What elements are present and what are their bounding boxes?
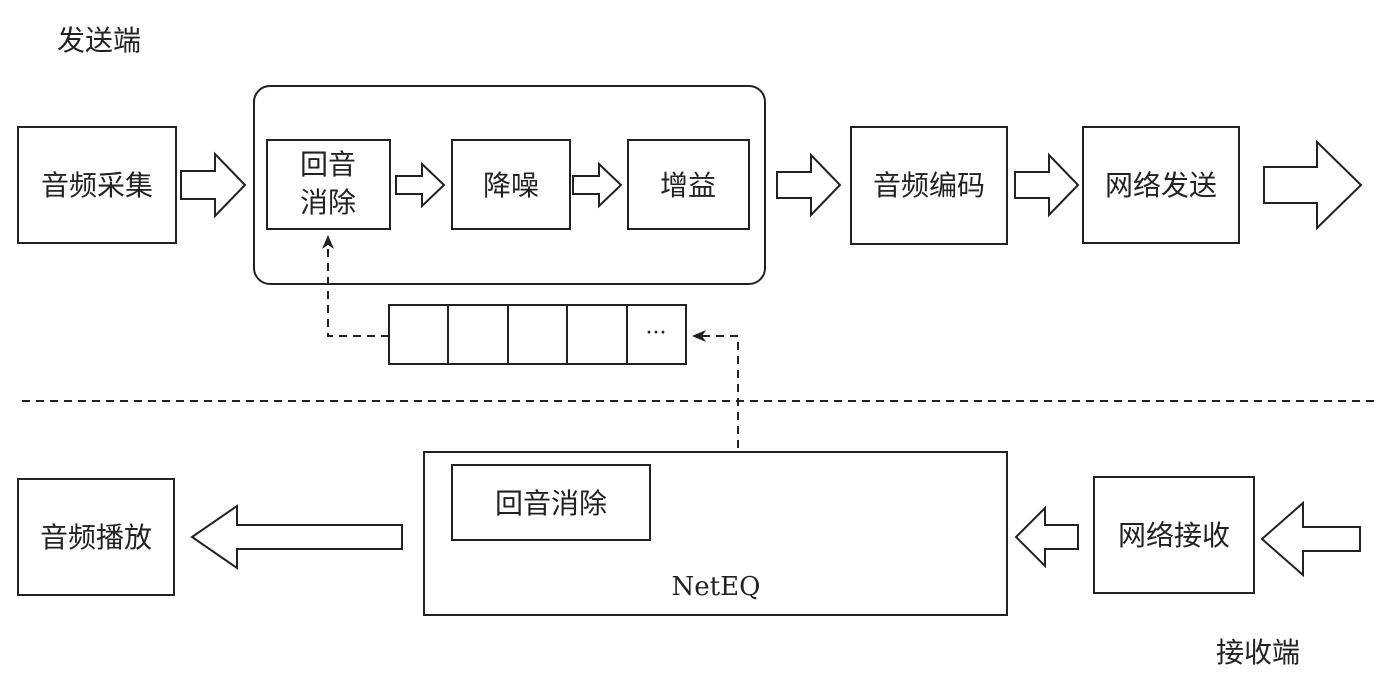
reference-buffer: ··· xyxy=(388,304,687,365)
buffer-outline xyxy=(388,304,687,365)
outgoing-arrow xyxy=(1263,139,1363,231)
receive-to-neteq-arrow xyxy=(1014,505,1079,569)
encode-to-send-arrow xyxy=(1014,152,1080,218)
audio-capture-label: 音频采集 xyxy=(41,169,153,202)
sender-region-label: 发送端 xyxy=(57,24,141,57)
gain-label: 增益 xyxy=(660,169,716,202)
neteq-aec-box xyxy=(451,464,651,541)
audio-capture-box xyxy=(17,126,177,244)
receiver-region-label: 接收端 xyxy=(1216,636,1300,669)
buffer-ellipsis: ··· xyxy=(646,321,667,346)
noise-reduction-box xyxy=(451,139,571,230)
neteq-to-playback-arrow xyxy=(190,504,403,570)
noise-reduction-label: 降噪 xyxy=(483,169,539,202)
neteq-aec-label: 回音消除 xyxy=(495,487,607,520)
audio-playback-label: 音频播放 xyxy=(40,521,152,554)
network-receive-label: 网络接收 xyxy=(1118,519,1230,552)
neteq-label: NetEQ xyxy=(672,572,761,602)
aec-to-nr-arrow xyxy=(395,161,446,209)
audio-encode-box xyxy=(850,126,1008,245)
capture-to-processing-arrow xyxy=(180,151,247,219)
aec-box xyxy=(266,139,391,230)
incoming-arrow xyxy=(1260,500,1361,578)
aec-label-line2: 消除 xyxy=(300,186,356,219)
network-send-box xyxy=(1082,126,1240,244)
network-send-label: 网络发送 xyxy=(1105,169,1217,202)
buffer-to-aec-dashed-arrow xyxy=(322,235,389,337)
aec-label-line1: 回音 xyxy=(300,148,356,181)
audio-encode-label: 音频编码 xyxy=(873,169,985,202)
audio-playback-box xyxy=(17,478,175,596)
processing-to-encode-arrow xyxy=(776,152,842,218)
network-receive-box xyxy=(1093,476,1255,594)
gain-box xyxy=(627,139,750,230)
nr-to-gain-arrow xyxy=(572,161,623,209)
